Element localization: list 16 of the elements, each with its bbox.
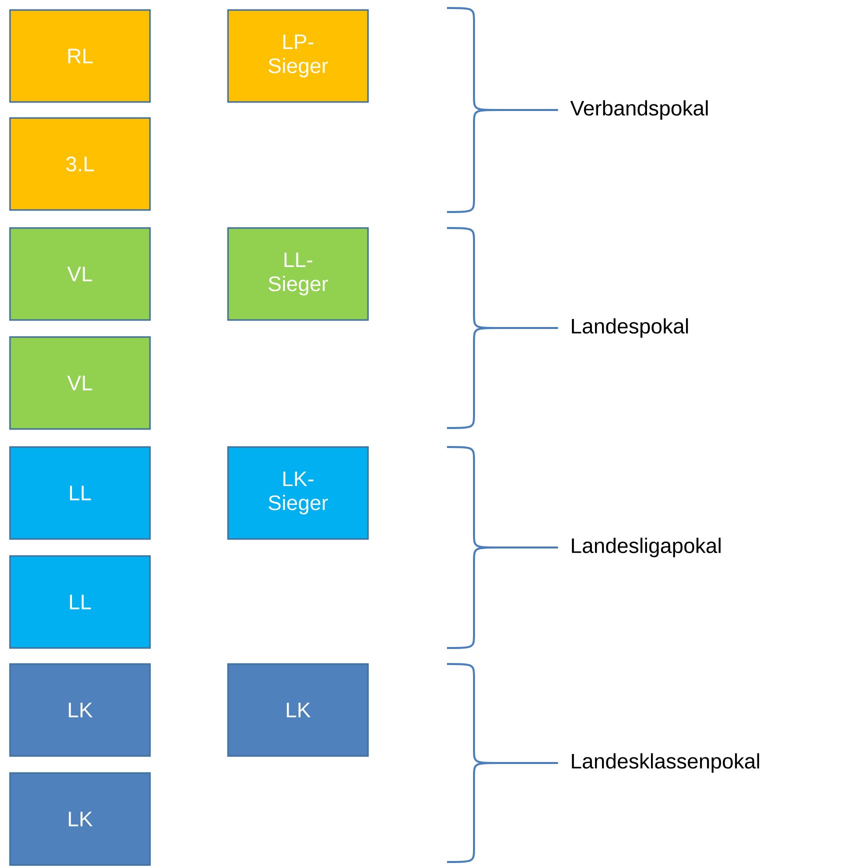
league-box: 3.L — [9, 117, 151, 211]
group-label: Verbandspokal — [570, 100, 708, 120]
group-label: Landespokal — [572, 318, 688, 338]
league-box: LK — [9, 772, 151, 866]
league-box: LL — [9, 555, 151, 649]
league-box: VL — [9, 227, 151, 321]
league-box: VL — [9, 336, 151, 430]
league-box: LK — [9, 663, 151, 757]
group-label: Landesligapokal — [572, 538, 721, 558]
league-box: LL — [9, 446, 151, 540]
league-box: RL — [9, 9, 151, 103]
league-box: LP- Sieger — [227, 9, 369, 103]
league-box: LK — [227, 663, 369, 757]
group-label: Landesklassenpokal — [572, 753, 760, 773]
league-box: LL- Sieger — [227, 227, 369, 321]
league-box: LK- Sieger — [227, 446, 369, 540]
